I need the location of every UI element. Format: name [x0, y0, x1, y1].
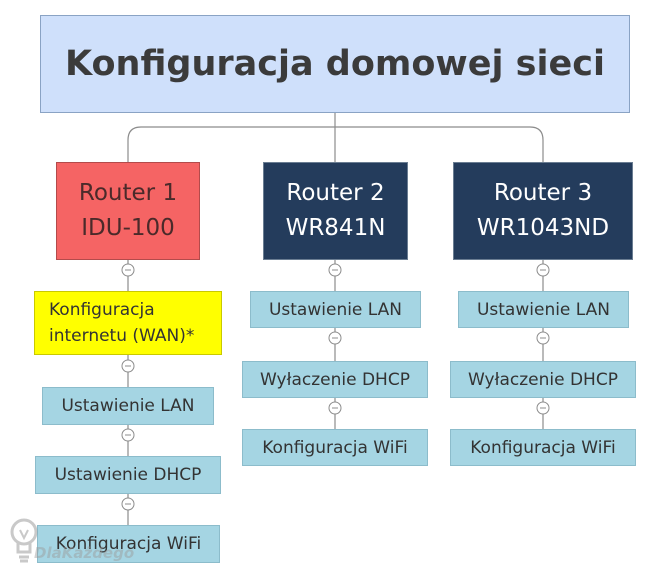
router-3-step-dhcp-label: Wyłaczenie DHCP	[468, 369, 618, 390]
router-3-node[interactable]: Router 3 WR1043ND	[453, 162, 633, 260]
router-2-step-lan-label: Ustawienie LAN	[268, 299, 403, 320]
router-3-step-wifi-label: Konfiguracja WiFi	[470, 437, 616, 458]
diagram-title: Konfiguracja domowej sieci	[40, 15, 630, 113]
router-3-step-lan[interactable]: Ustawienie LAN	[458, 291, 629, 328]
router-2-node[interactable]: Router 2 WR841N	[263, 162, 408, 260]
router-1-step-dhcp-label: Ustawienie DHCP	[54, 465, 202, 485]
router-3-model: WR1043ND	[476, 215, 610, 241]
router-1-node[interactable]: Router 1 IDU-100	[56, 162, 200, 260]
router-2-step-dhcp-label: Wyłaczenie DHCP	[260, 369, 410, 390]
router-2-step-lan[interactable]: Ustawienie LAN	[250, 291, 421, 328]
router-2-model: WR841N	[285, 215, 386, 241]
router-2-step-wifi-label: Konfiguracja WiFi	[262, 437, 408, 458]
router-2-name: Router 2	[286, 180, 385, 206]
router-1-model: IDU-100	[81, 215, 175, 241]
router-1-step-dhcp[interactable]: Ustawienie DHCP	[35, 456, 221, 494]
router-3-step-dhcp[interactable]: Wyłaczenie DHCP	[450, 361, 636, 398]
router-1-step-wifi-label: Konfiguracja WiFi	[55, 534, 202, 554]
router-1-name: Router 1	[78, 180, 178, 206]
router-1-step-lan-label: Ustawienie LAN	[61, 396, 195, 416]
diagram-title-text: Konfiguracja domowej sieci	[65, 44, 605, 84]
router-3-step-wifi[interactable]: Konfiguracja WiFi	[450, 429, 636, 466]
router-1-step-wan[interactable]: Konfiguracja internetu (WAN)*	[34, 291, 222, 355]
router-3-step-lan-label: Ustawienie LAN	[476, 299, 611, 320]
router-1-step-wan-label: Konfiguracja internetu (WAN)*	[49, 300, 195, 346]
router-1-step-wifi[interactable]: Konfiguracja WiFi	[37, 525, 220, 563]
router-2-step-wifi[interactable]: Konfiguracja WiFi	[242, 429, 428, 466]
router-1-step-lan[interactable]: Ustawienie LAN	[42, 387, 214, 425]
router-3-name: Router 3	[493, 180, 593, 206]
router-2-step-dhcp[interactable]: Wyłaczenie DHCP	[242, 361, 428, 398]
